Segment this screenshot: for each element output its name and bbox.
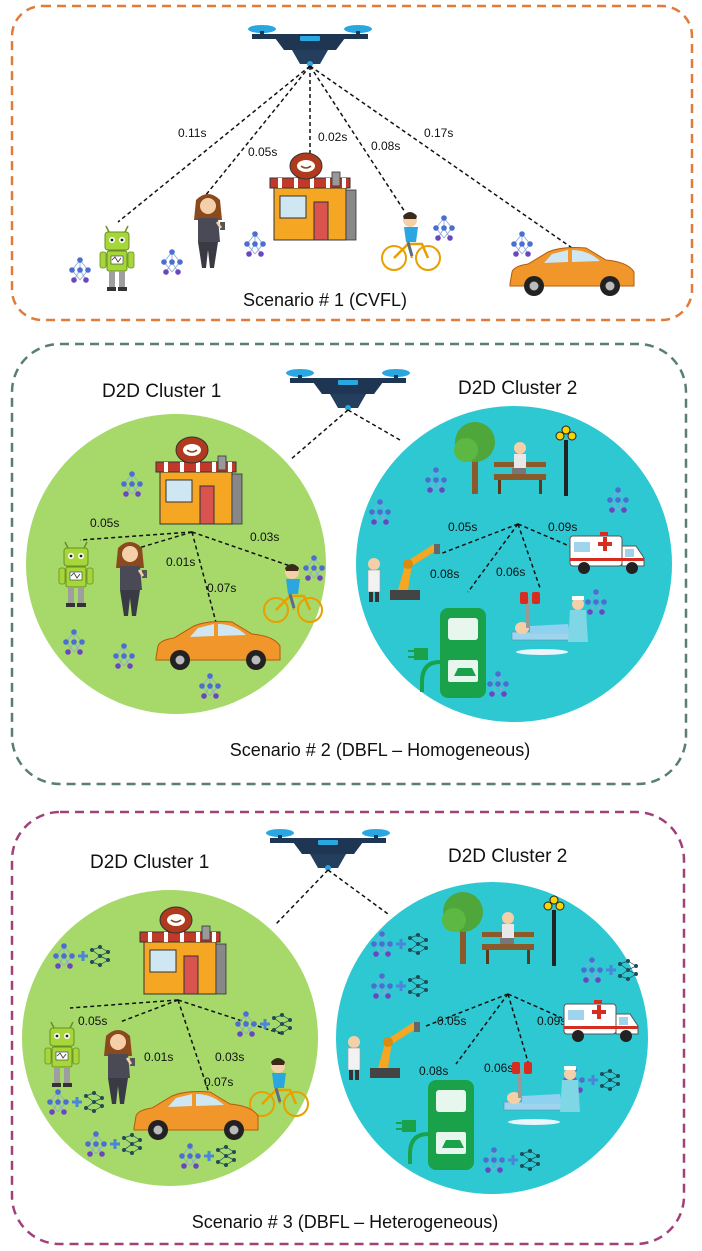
drone-icon: [248, 25, 372, 67]
cluster-2-links: [439, 523, 575, 593]
latency-label: 0.07s: [207, 581, 236, 595]
scenario-1-panel: 0.11s 0.05s 0.02s 0.08s 0.17s Scenario #…: [10, 4, 694, 322]
latency-label: 0.01s: [144, 1050, 173, 1064]
latency-label: 0.05s: [437, 1014, 466, 1028]
latency-label: 0.05s: [90, 516, 119, 530]
neural-network-icon: [510, 230, 534, 258]
woman-phone-icon: [192, 192, 227, 270]
latency-label: 0.07s: [204, 1075, 233, 1089]
panel-3-border: [10, 810, 686, 1246]
cluster-2-title: D2D Cluster 2: [458, 378, 577, 399]
d2d-cluster-2-circle: [356, 406, 672, 722]
latency-label: 0.06s: [496, 565, 525, 579]
scenario-3-panel: D2D Cluster 1 D2D Cluster 2 0.05s 0.01s …: [10, 810, 686, 1246]
latency-label: 0.11s: [178, 126, 206, 140]
drone-links-2: [289, 409, 401, 461]
latency-label: 0.05s: [448, 520, 477, 534]
scenario-3-caption: Scenario # 3 (DBFL – Heterogeneous): [192, 1212, 499, 1232]
cluster-2-title: D2D Cluster 2: [448, 846, 567, 867]
neural-network-icon: [68, 256, 92, 284]
scenario-2-panel: D2D Cluster 1 D2D Cluster 2 0.05s 0.01s …: [10, 342, 688, 786]
latency-label: 0.08s: [419, 1064, 448, 1078]
coffee-shop-icon: [268, 151, 358, 242]
latency-label: 0.09s: [548, 520, 577, 534]
latency-label: 0.06s: [484, 1061, 513, 1075]
drone-icon: [286, 369, 410, 411]
scenario-1-caption: Scenario # 1 (CVFL): [243, 290, 407, 310]
links-1: [117, 65, 576, 251]
latency-label: 0.05s: [78, 1014, 107, 1028]
scenario-2-caption: Scenario # 2 (DBFL – Homogeneous): [230, 740, 531, 760]
drone-icon: [266, 829, 390, 871]
d2d-cluster-2-circle: [336, 882, 648, 1194]
latency-label: 0.01s: [166, 555, 195, 569]
latency-label: 0.05s: [248, 145, 277, 159]
latency-label: 0.08s: [430, 567, 459, 581]
latency-label: 0.02s: [318, 130, 347, 144]
latency-label: 0.17s: [424, 126, 453, 140]
cluster-1-title: D2D Cluster 1: [102, 381, 221, 402]
panel-2-border: [10, 342, 688, 786]
neural-network-icon: [432, 214, 456, 242]
latency-label: 0.08s: [371, 139, 400, 153]
robot-icon: [99, 225, 135, 292]
latency-label: 0.09s: [537, 1014, 566, 1028]
cluster-1-title: D2D Cluster 1: [90, 852, 209, 873]
neural-network-icon: [243, 230, 267, 258]
drone-links-3: [275, 869, 389, 925]
neural-network-icon: [160, 248, 184, 276]
cyclist-icon: [380, 210, 442, 272]
latency-label: 0.03s: [215, 1050, 244, 1064]
panel-1-border: [10, 4, 694, 322]
cluster-2-links: [425, 993, 563, 1065]
latency-label: 0.03s: [250, 530, 279, 544]
cluster-1-links: [79, 531, 297, 631]
